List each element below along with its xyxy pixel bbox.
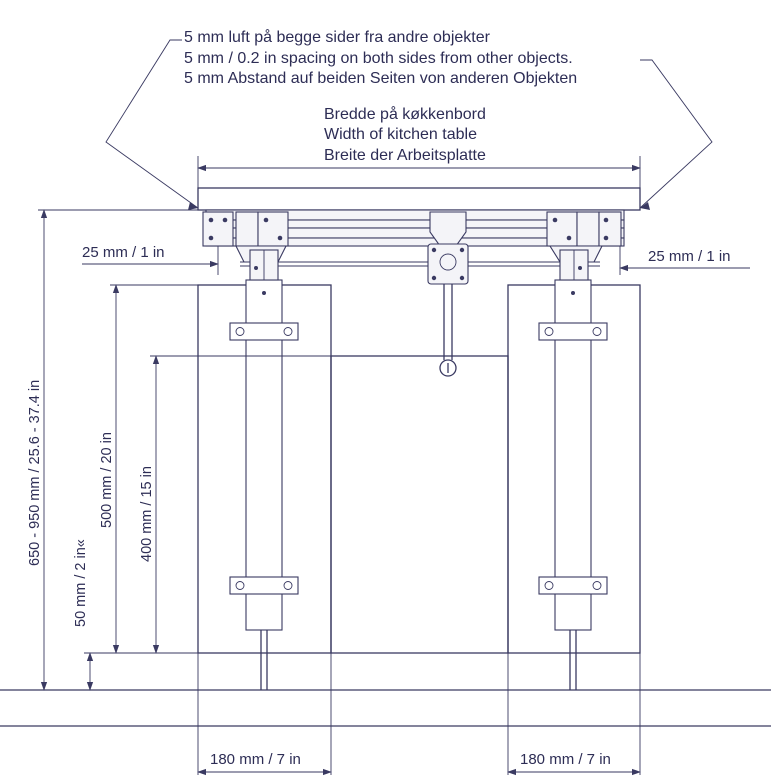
- total-height-label: 650 - 950 mm / 25.6 - 37.4 in: [27, 379, 43, 566]
- spacing-note-en: 5 mm / 0.2 in spacing on both sides from…: [184, 50, 573, 67]
- bottom-right-label: 180 mm / 7 in: [520, 751, 611, 768]
- right-bracket: [546, 211, 622, 281]
- table-width-no: Bredde på køkkenbord: [324, 106, 486, 123]
- height-400-dimension: [150, 355, 331, 654]
- table-frame: [205, 209, 625, 267]
- spacing-callout-lines: [105, 39, 713, 210]
- center-hinge: [427, 211, 469, 377]
- bottom-left-label: 180 mm / 7 in: [210, 751, 301, 768]
- offset-left-label: 25 mm / 1 in: [82, 244, 165, 261]
- bottom-right-dimension: [507, 653, 641, 776]
- table-width-en: Width of kitchen table: [324, 126, 477, 143]
- total-height-dimension: [38, 209, 198, 691]
- height-500-label: 500 mm / 20 in: [99, 432, 115, 528]
- bottom-left-dimension: [197, 653, 332, 776]
- table-width-dimension: [197, 156, 641, 188]
- table-width-de: Breite der Arbeitsplatte: [324, 147, 486, 164]
- height-50-dimension: [84, 652, 331, 691]
- right-post: [538, 279, 608, 690]
- left-post: [229, 279, 299, 690]
- slatted-door: [330, 355, 509, 654]
- offset-right-label: 25 mm / 1 in: [648, 248, 731, 265]
- offset-left-dimension: [82, 246, 219, 275]
- offset-right-dimension: [619, 246, 750, 275]
- spacing-note-de: 5 mm Abstand auf beiden Seiten von ander…: [184, 70, 578, 87]
- floor: [0, 689, 771, 727]
- left-bracket: [202, 211, 289, 281]
- height-50-label: 50 mm / 2 in«: [73, 539, 89, 627]
- height-400-label: 400 mm / 15 in: [139, 466, 155, 562]
- spacing-note-no: 5 mm luft på begge sider fra andre objek…: [184, 29, 490, 46]
- table-top: [197, 187, 641, 211]
- height-500-dimension: [110, 284, 246, 654]
